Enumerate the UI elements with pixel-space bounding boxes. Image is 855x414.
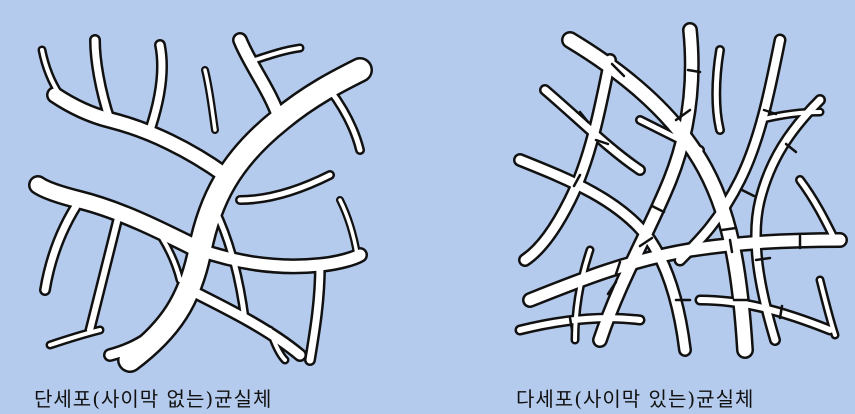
septate-caption: 다세포(사이막 있는)균실체 (516, 383, 754, 412)
nonseptate-mycelium-panel (38, 40, 360, 360)
nonseptate-caption: 단세포(사이막 없는)균실체 (34, 383, 272, 412)
septate-mycelium-panel (520, 30, 840, 350)
